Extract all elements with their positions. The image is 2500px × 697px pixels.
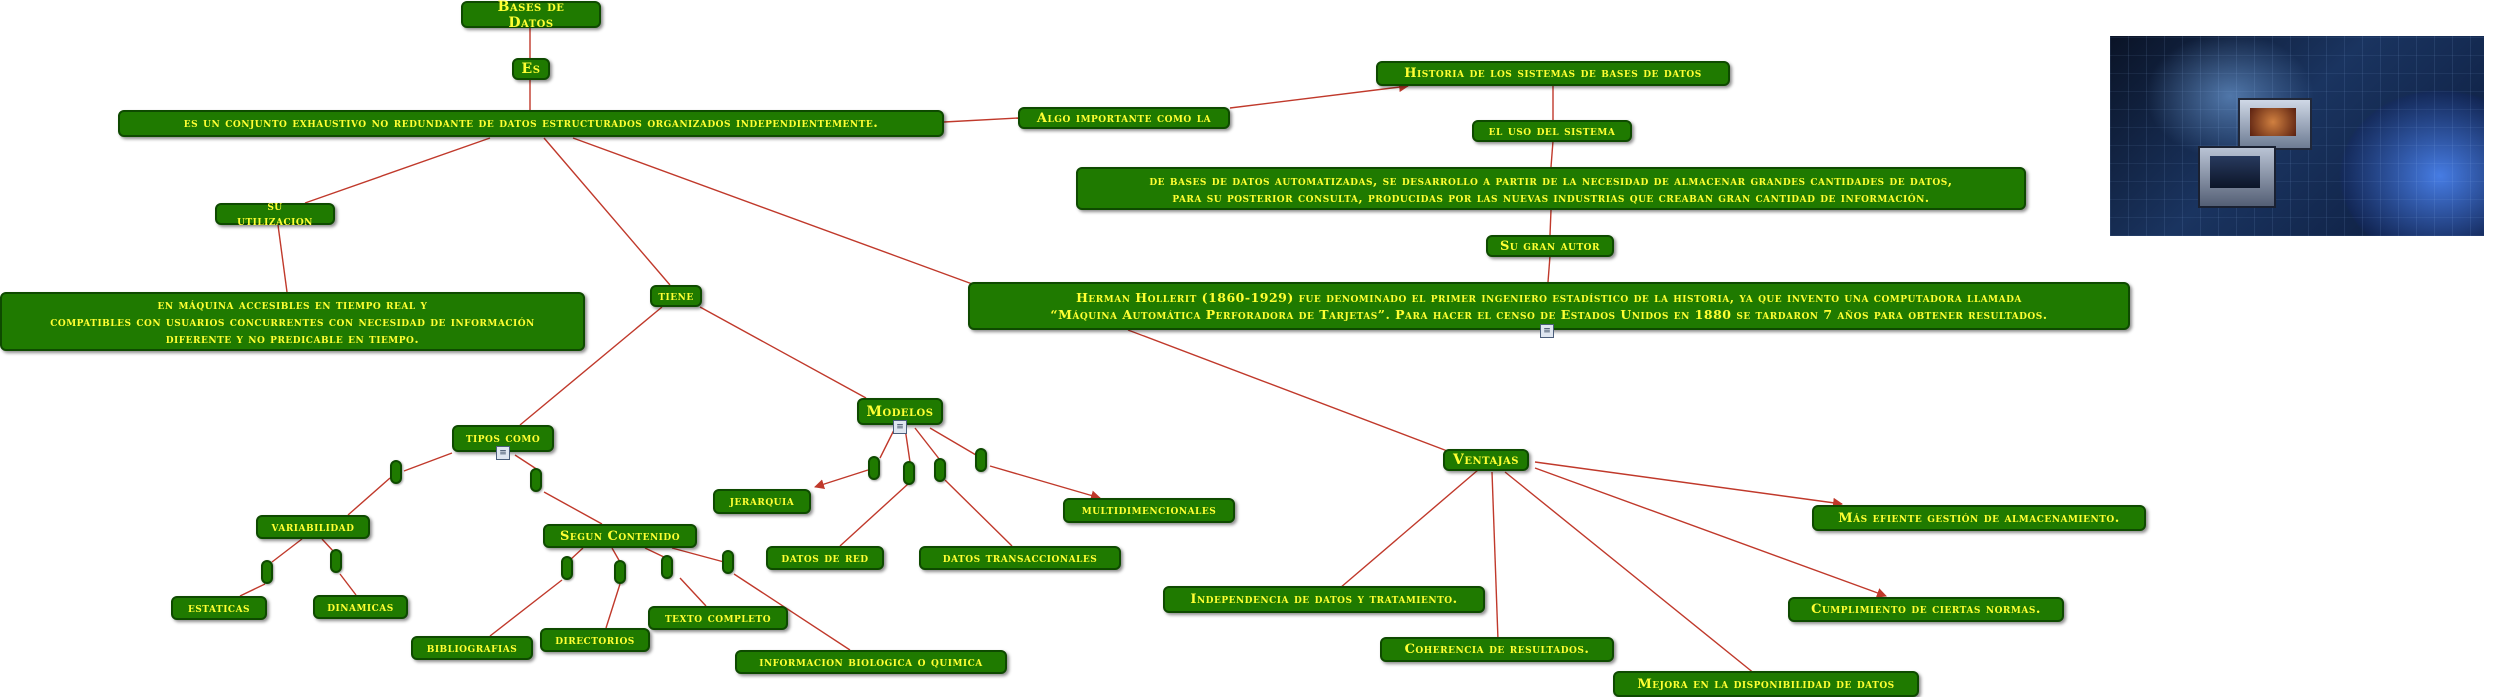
node-informacion-biologica[interactable]: informacion biologica o quimica bbox=[735, 650, 1007, 674]
line-tiene-tipos bbox=[519, 306, 663, 426]
node-historia[interactable]: Historia de los sistemas de bases de dat… bbox=[1376, 61, 1730, 86]
node-segun-contenido[interactable]: Segun Contenido bbox=[543, 524, 697, 548]
line-mod-pill3 bbox=[914, 427, 941, 461]
line-segun-pill-dir bbox=[611, 547, 621, 563]
line-autor-hollerit bbox=[1547, 255, 1551, 283]
node-dinamicas[interactable]: dinamicas bbox=[313, 595, 408, 619]
line-ventajas-mejora bbox=[1504, 471, 1756, 675]
line-pill-din-dinamicas bbox=[339, 573, 357, 596]
node-bases-de-datos[interactable]: Bases de Datos bbox=[461, 0, 601, 31]
line-utilizacion-desc bbox=[277, 224, 288, 293]
branch-pill[interactable] bbox=[975, 448, 987, 472]
computer-globe-photo bbox=[2110, 36, 2484, 236]
branch-pill[interactable] bbox=[330, 549, 342, 573]
branch-pill[interactable] bbox=[934, 458, 946, 482]
node-directorios[interactable]: directorios bbox=[540, 628, 650, 652]
line-pill1-variabilidad bbox=[347, 477, 391, 516]
line-hollerit-ventajas bbox=[1127, 329, 1451, 453]
line-uso-automatizadas bbox=[1550, 140, 1554, 168]
node-su-utilizacion[interactable]: su utilizacion bbox=[215, 199, 335, 229]
line-pill-dir-directorios bbox=[605, 583, 621, 629]
line-pill3-transacc bbox=[944, 479, 1013, 547]
line-segun-pill-inf bbox=[671, 547, 725, 563]
line-pill4-multi bbox=[989, 465, 1101, 501]
line-def-hollerit bbox=[572, 137, 976, 286]
line-def-utilizacion bbox=[304, 137, 491, 204]
branch-pill[interactable] bbox=[614, 560, 626, 584]
node-independencia[interactable]: Independencia de datos y tratamiento. bbox=[1163, 586, 1485, 613]
monitor-icon bbox=[2238, 98, 2312, 150]
line-algo-historia bbox=[1229, 82, 1409, 109]
line-var-pill-est bbox=[271, 538, 303, 563]
branch-pill[interactable] bbox=[561, 556, 573, 580]
node-estaticas[interactable]: estaticas bbox=[171, 596, 267, 620]
branch-pill[interactable] bbox=[661, 555, 673, 579]
line-def-algo bbox=[943, 117, 1019, 123]
node-hollerit[interactable]: Herman Hollerit (1860-1929) fue denomina… bbox=[968, 282, 2130, 330]
line-pill1-jerarquia bbox=[814, 469, 869, 490]
node-coherencia[interactable]: Coherencia de resultados. bbox=[1380, 637, 1614, 662]
branch-pill[interactable] bbox=[530, 468, 542, 492]
line-ventajas-gestion bbox=[1534, 461, 1843, 508]
line-ventajas-coherencia bbox=[1491, 471, 1499, 641]
monitor-icon bbox=[2198, 146, 2276, 208]
node-mejora[interactable]: Mejora en la disponibilidad de datos bbox=[1613, 671, 1919, 697]
node-multidimencionales[interactable]: multidimencionales bbox=[1063, 498, 1235, 523]
node-datos-transaccionales[interactable]: datos transaccionales bbox=[919, 546, 1121, 570]
node-utilizacion-desc[interactable]: en máquina accesibles en tiempo real y c… bbox=[0, 292, 585, 351]
node-definicion[interactable]: es un conjunto exhaustivo no redundante … bbox=[118, 110, 944, 137]
line-mod-pill4 bbox=[929, 427, 977, 456]
line-pill-est-estaticas bbox=[239, 583, 266, 597]
line-pill-inf-informacion bbox=[733, 573, 851, 651]
node-texto-completo[interactable]: texto completo bbox=[648, 606, 788, 630]
line-automatizadas-autor bbox=[1549, 209, 1552, 236]
node-algo-importante[interactable]: Algo importante como la bbox=[1018, 107, 1230, 129]
node-variabilidad[interactable]: variabilidad bbox=[256, 515, 370, 539]
line-pill-tex-texto bbox=[679, 577, 707, 607]
node-es[interactable]: Es bbox=[512, 58, 550, 80]
document-icon[interactable]: ≡ bbox=[496, 446, 510, 460]
node-ventajas[interactable]: Ventajas bbox=[1443, 449, 1529, 471]
line-tipos-pill2 bbox=[514, 454, 539, 471]
line-pill2-segun bbox=[543, 491, 603, 525]
line-mod-pill1 bbox=[879, 427, 896, 459]
branch-pill[interactable] bbox=[261, 560, 273, 584]
branch-pill[interactable] bbox=[390, 460, 402, 484]
node-bases-automatizadas[interactable]: de bases de datos automatizadas, se desa… bbox=[1076, 167, 2026, 210]
node-gestion[interactable]: Más efiente gestión de almacenamiento. bbox=[1812, 505, 2146, 531]
node-uso-sistema[interactable]: el uso del sistema bbox=[1472, 120, 1632, 142]
document-icon[interactable]: ≡ bbox=[893, 420, 907, 434]
line-pill2-datosred bbox=[839, 483, 909, 547]
node-tiene[interactable]: tiene bbox=[650, 285, 702, 307]
node-gran-autor[interactable]: Su gran autor bbox=[1486, 235, 1614, 257]
branch-pill[interactable] bbox=[722, 550, 734, 574]
line-ventajas-independencia bbox=[1339, 469, 1479, 589]
line-ventajas-cumplimiento bbox=[1534, 467, 1887, 598]
node-datos-de-red[interactable]: datos de red bbox=[766, 546, 884, 570]
line-tipos-pill1 bbox=[403, 452, 453, 472]
node-jerarquia[interactable]: jerarquia bbox=[713, 489, 811, 514]
node-bibliografias[interactable]: bibliografias bbox=[411, 636, 533, 660]
node-cumplimiento[interactable]: Cumplimiento de ciertas normas. bbox=[1788, 597, 2064, 622]
line-def-tiene bbox=[543, 137, 671, 286]
document-icon[interactable]: ≡ bbox=[1540, 324, 1554, 338]
branch-pill[interactable] bbox=[868, 456, 880, 480]
branch-pill[interactable] bbox=[903, 461, 915, 485]
line-pill-bib-bibliografias bbox=[489, 579, 563, 637]
line-tiene-modelos bbox=[699, 306, 867, 399]
